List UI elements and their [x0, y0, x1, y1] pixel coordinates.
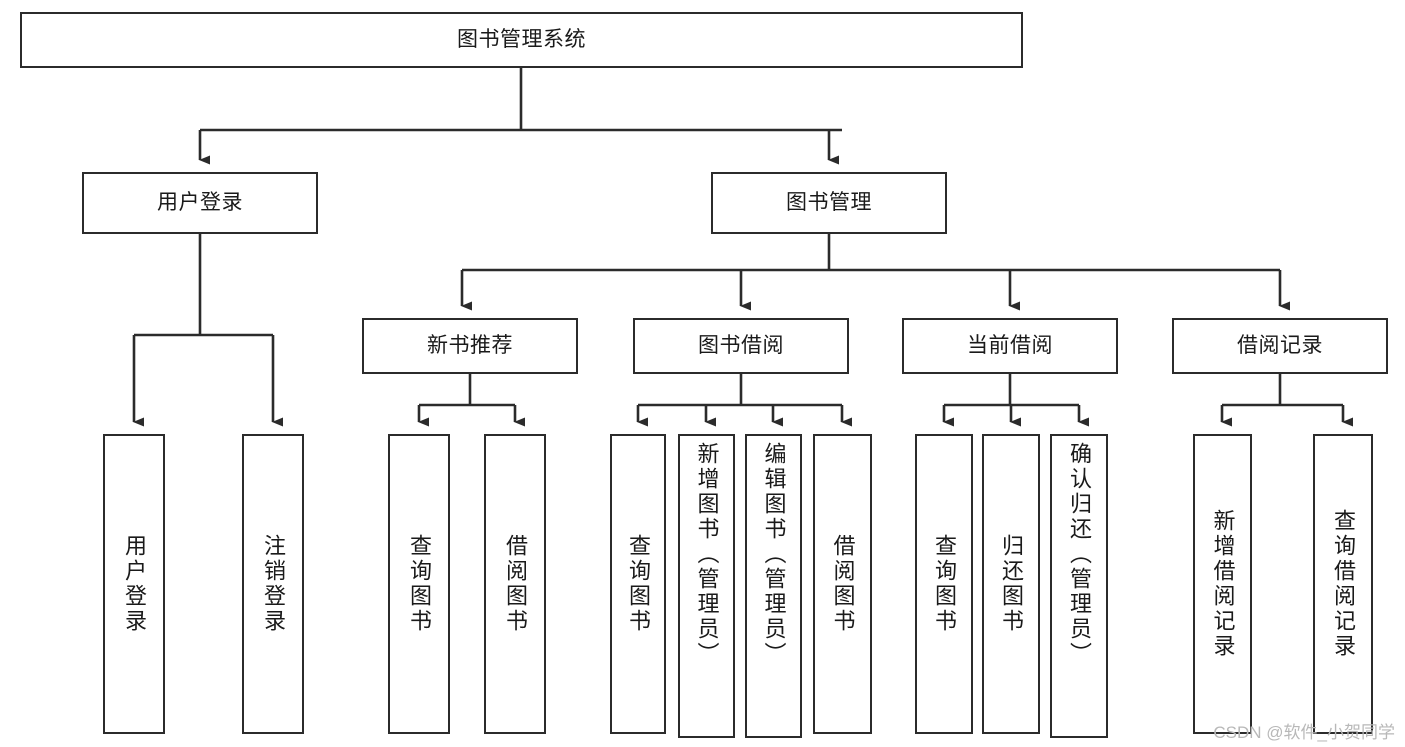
node-root[interactable]: 图书管理系统: [20, 12, 1023, 68]
node-leaf-logout[interactable]: 注销登录: [242, 434, 304, 734]
node-leaf-confirm-return-label: 确认归还（管理员）: [1066, 442, 1092, 667]
node-leaf-confirm-return[interactable]: 确认归还（管理员）: [1050, 434, 1108, 738]
node-book-borrow-label: 图书借阅: [698, 333, 784, 357]
node-leaf-query-borrow-record[interactable]: 查询借阅记录: [1313, 434, 1373, 734]
node-leaf-query-book-current-label: 查询图书: [931, 534, 957, 634]
node-new-book-recommend[interactable]: 新书推荐: [362, 318, 578, 374]
node-root-label: 图书管理系统: [457, 27, 586, 51]
node-leaf-add-borrow-record-label: 新增借阅记录: [1210, 509, 1236, 659]
node-current-borrow[interactable]: 当前借阅: [902, 318, 1118, 374]
node-leaf-user-login[interactable]: 用户登录: [103, 434, 165, 734]
node-borrow-record-label: 借阅记录: [1237, 333, 1323, 357]
node-leaf-edit-book[interactable]: 编辑图书（管理员）: [745, 434, 802, 738]
node-leaf-add-book[interactable]: 新增图书（管理员）: [678, 434, 735, 738]
node-book-manage-label: 图书管理: [786, 190, 872, 214]
node-book-borrow[interactable]: 图书借阅: [633, 318, 849, 374]
node-leaf-add-borrow-record[interactable]: 新增借阅记录: [1193, 434, 1252, 734]
node-leaf-user-login-label: 用户登录: [121, 534, 147, 634]
node-leaf-logout-label: 注销登录: [260, 534, 286, 634]
node-leaf-borrow-book[interactable]: 借阅图书: [813, 434, 872, 734]
node-leaf-borrow-book-label: 借阅图书: [830, 534, 856, 634]
node-book-manage[interactable]: 图书管理: [711, 172, 947, 234]
node-leaf-return-book-label: 归还图书: [998, 534, 1024, 634]
node-leaf-query-book-borrow[interactable]: 查询图书: [610, 434, 666, 734]
node-leaf-borrow-book-recommend-label: 借阅图书: [502, 534, 528, 634]
node-leaf-query-book-current[interactable]: 查询图书: [915, 434, 973, 734]
node-leaf-borrow-book-recommend[interactable]: 借阅图书: [484, 434, 546, 734]
node-leaf-query-book-recommend[interactable]: 查询图书: [388, 434, 450, 734]
node-new-book-recommend-label: 新书推荐: [427, 333, 513, 357]
node-leaf-edit-book-label: 编辑图书（管理员）: [761, 442, 787, 667]
node-leaf-query-borrow-record-label: 查询借阅记录: [1330, 509, 1356, 659]
node-user-login[interactable]: 用户登录: [82, 172, 318, 234]
node-leaf-add-book-label: 新增图书（管理员）: [694, 442, 720, 667]
node-borrow-record[interactable]: 借阅记录: [1172, 318, 1388, 374]
node-user-login-label: 用户登录: [157, 190, 243, 214]
node-leaf-query-book-recommend-label: 查询图书: [406, 534, 432, 634]
node-leaf-return-book[interactable]: 归还图书: [982, 434, 1040, 734]
node-leaf-query-book-borrow-label: 查询图书: [625, 534, 651, 634]
node-current-borrow-label: 当前借阅: [967, 333, 1053, 357]
csdn-watermark: CSDN @软件_小贺同学: [1213, 723, 1395, 742]
